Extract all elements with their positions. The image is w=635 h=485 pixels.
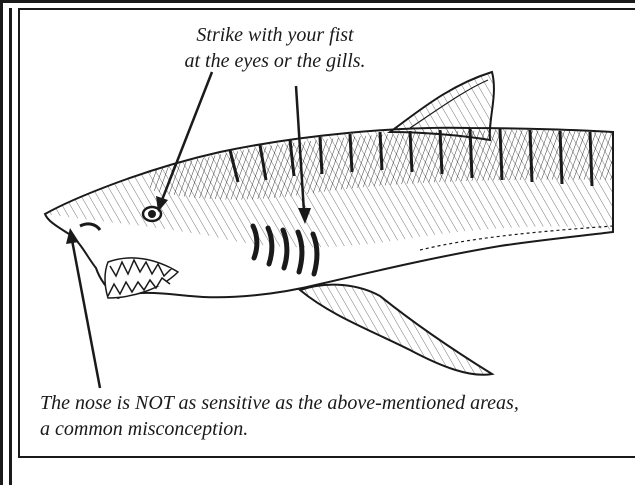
pectoral-fin — [300, 285, 492, 375]
nose-annotation-line1: The nose is NOT as sensitive as the abov… — [40, 390, 519, 416]
strike-annotation-line2: at the eyes or the gills. — [160, 48, 390, 74]
strike-annotation-line1: Strike with your fist — [160, 22, 390, 48]
strike-annotation: Strike with your fist at the eyes or the… — [160, 22, 390, 74]
nose-annotation: The nose is NOT as sensitive as the abov… — [40, 390, 519, 442]
nose-annotation-line2: a common misconception. — [40, 416, 519, 442]
